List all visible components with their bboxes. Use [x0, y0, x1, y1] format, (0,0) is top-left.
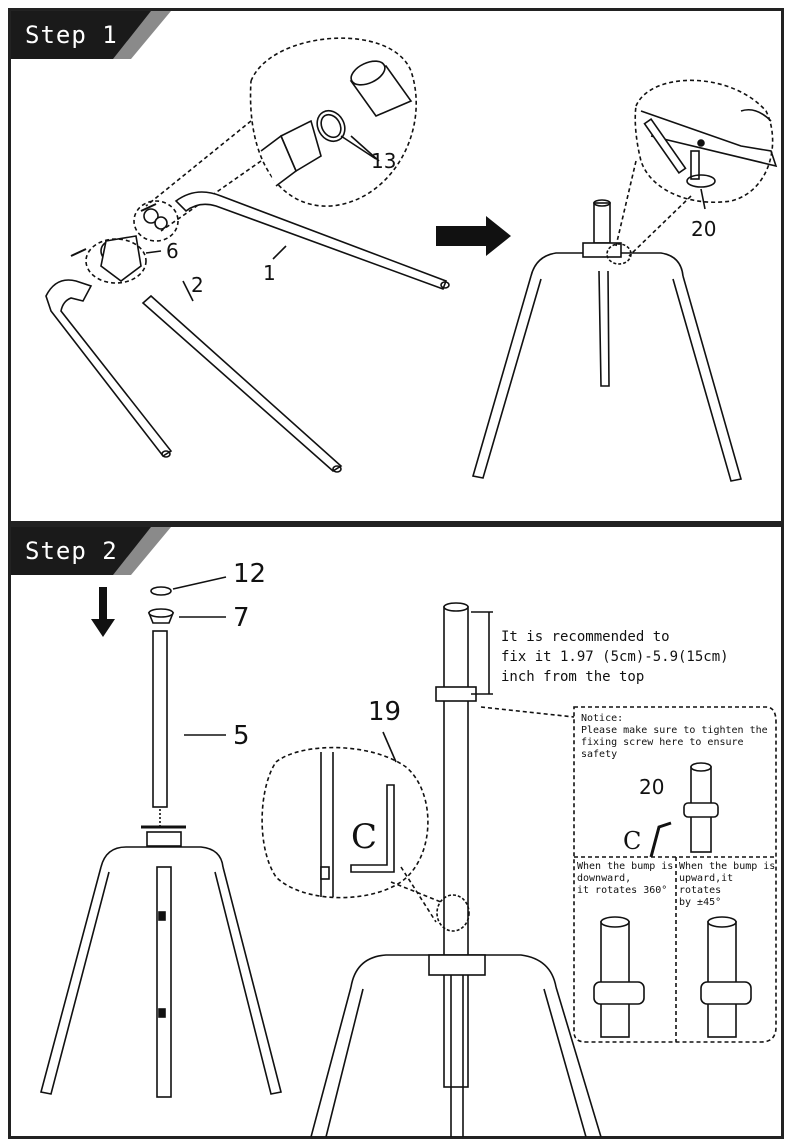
notice-text: Notice: Please make sure to tighten the …	[581, 713, 781, 761]
notice-line-1: Notice:	[581, 713, 624, 724]
part-19: 19	[368, 697, 402, 727]
step1-illustration	[45, 37, 778, 482]
part-2: 2	[191, 273, 204, 297]
notice-line-3: fixing screw here to ensure safety	[581, 737, 744, 760]
recommend-line-3: inch from the top	[501, 669, 645, 685]
step2-tab-shape	[11, 527, 171, 575]
zoom-detail-circle	[249, 37, 417, 207]
part-20-step1: 20	[691, 217, 717, 241]
step1-title: Step 1	[25, 21, 118, 49]
detail-circle-19	[261, 746, 429, 899]
bump-down-line-2: downward,	[577, 873, 632, 884]
notice-line-2: Please make sure to tighten the	[581, 725, 768, 736]
bump-up-text: When the bump is upward,it rotates by ±4…	[679, 861, 781, 909]
part-13: 13	[371, 149, 397, 173]
bump-up-line-1: When the bump is	[679, 861, 776, 872]
step1-tab: Step 1	[11, 11, 171, 59]
part-1: 1	[263, 261, 276, 285]
big-right-arrow	[436, 216, 511, 256]
step2-tab: Step 2	[11, 527, 171, 575]
part-6: 6	[166, 239, 179, 263]
bump-down-line-3: it rotates 360°	[577, 885, 668, 896]
part-7: 7	[233, 603, 250, 633]
bump-down-line-1: When the bump is	[577, 861, 674, 872]
step2-panel: Step 2	[8, 524, 784, 1139]
part-12: 12	[233, 559, 267, 589]
recommend-text: It is recommended to fix it 1.97 (5cm)-5…	[501, 627, 729, 687]
step2-illustration	[40, 576, 777, 1137]
bump-up-line-2: upward,it rotates	[679, 873, 734, 896]
down-arrow	[91, 587, 115, 637]
step1-panel: Step 1	[8, 8, 784, 524]
recommend-line-2: fix it 1.97 (5cm)-5.9(15cm)	[501, 649, 729, 665]
part-5: 5	[233, 721, 250, 751]
c-symbol-large: C	[351, 817, 378, 857]
bump-down-text: When the bump is downward, it rotates 36…	[577, 861, 673, 897]
recommend-line-1: It is recommended to	[501, 629, 670, 645]
part-20-step2: 20	[639, 775, 665, 799]
step2-title: Step 2	[25, 537, 118, 565]
bump-up-line-3: by ±45°	[679, 897, 722, 908]
c-symbol-small: C	[623, 827, 642, 855]
step1-tab-shape	[11, 11, 171, 59]
